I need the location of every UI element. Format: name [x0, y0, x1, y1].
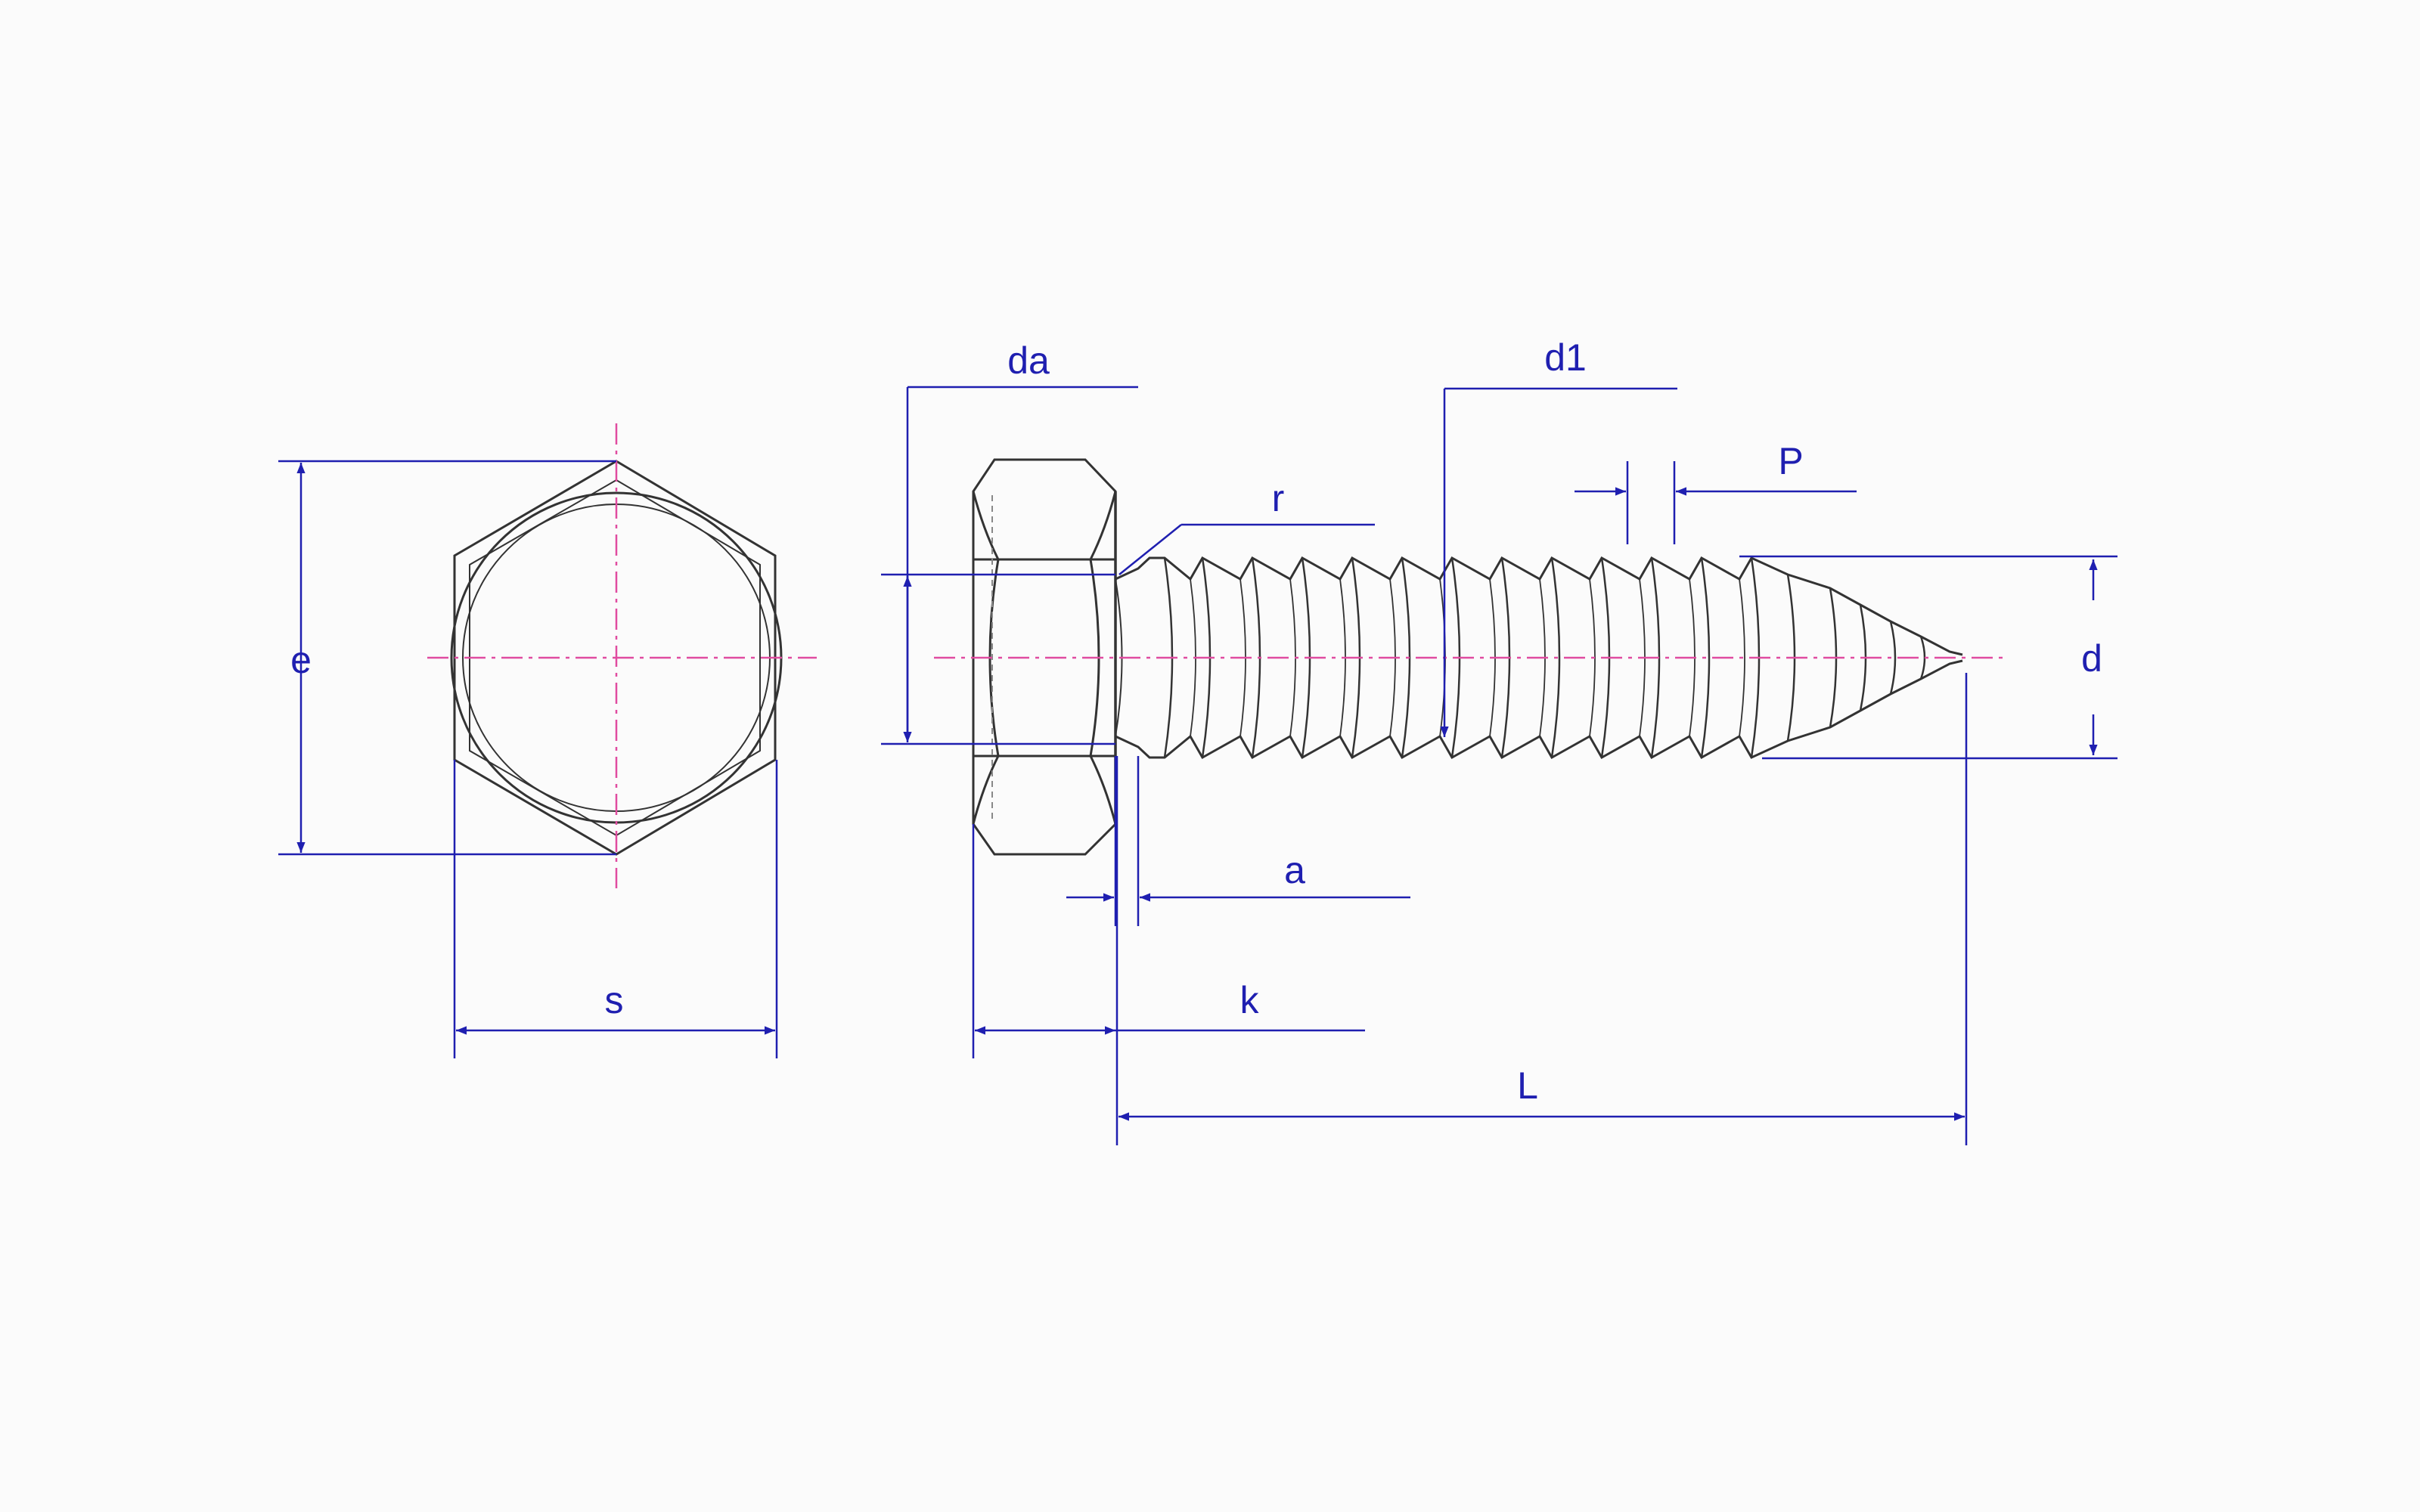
dimension-lines	[278, 386, 2118, 1145]
end-view-centerlines	[427, 423, 817, 888]
label-r: r	[1272, 477, 1285, 519]
label-a: a	[1284, 849, 1305, 891]
label-d1: d1	[1544, 336, 1587, 379]
label-da: da	[1007, 339, 1050, 382]
label-e: e	[290, 639, 312, 681]
label-d: d	[2081, 637, 2102, 680]
label-P: P	[1778, 440, 1803, 482]
label-s: s	[605, 979, 624, 1021]
label-k: k	[1240, 979, 1260, 1021]
label-L: L	[1517, 1064, 1538, 1107]
